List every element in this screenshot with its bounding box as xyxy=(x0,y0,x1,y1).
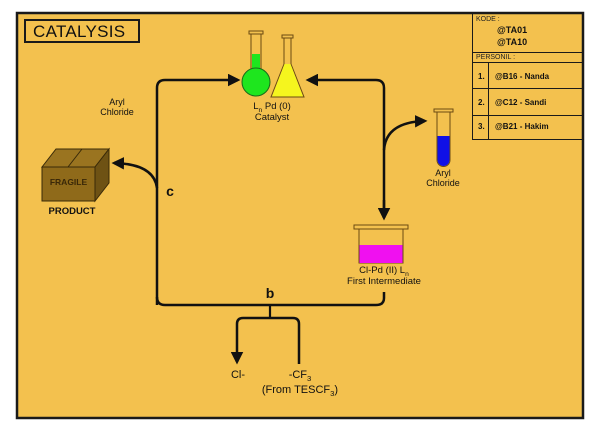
source-end: ) xyxy=(334,384,339,396)
divider xyxy=(488,63,489,139)
source-sub: 3 xyxy=(330,389,335,398)
divider xyxy=(473,88,582,89)
divider xyxy=(473,62,582,63)
catalyst-formula: L xyxy=(253,101,259,112)
round-flask-icon xyxy=(241,30,271,97)
personil-name: @B21 - Hakim xyxy=(495,122,549,131)
personil-label: PERSONIL : xyxy=(476,54,516,61)
product-label: PRODUCT xyxy=(48,206,96,217)
label-line: Aryl xyxy=(435,168,451,178)
intermediate-formula: Cl-Pd (II) L xyxy=(359,265,406,276)
step-b-label: b xyxy=(265,285,275,301)
kode-value: @TA01 xyxy=(497,25,528,35)
intermediate-caption: First Intermediate xyxy=(347,275,421,287)
erlenmeyer-flask-icon xyxy=(270,34,305,98)
label-line: Chloride xyxy=(100,107,134,118)
catalyst-formula-sub: n xyxy=(258,107,263,114)
test-tube-icon xyxy=(433,108,454,167)
page-title: CATALYSIS xyxy=(33,22,126,41)
chloride-ion-label: Cl- xyxy=(230,369,246,381)
aryl-chloride-right-label: Aryl Chloride xyxy=(418,168,468,189)
divider xyxy=(473,52,582,53)
personil-name: @C12 - Sandi xyxy=(495,98,547,107)
arrow-to-catalyst-right xyxy=(305,73,386,218)
intermediate-formula-sub: n xyxy=(405,271,409,278)
box-text: FRAGILE xyxy=(49,177,88,187)
arrow-to-cl xyxy=(230,316,301,365)
arrow-to-catalyst-left xyxy=(155,73,241,305)
intermediate-label: Cl-Pd (II) Ln First Intermediate xyxy=(336,265,432,288)
title-box: CATALYSIS xyxy=(24,19,140,43)
divider xyxy=(473,115,582,116)
personil-number: 2. xyxy=(478,98,485,107)
cf3-label: -CF3 xyxy=(282,369,318,382)
catalyst-label: Ln Pd (0) Catalyst xyxy=(236,101,308,124)
kode-value: @TA10 xyxy=(497,37,528,47)
personil-number: 3. xyxy=(478,122,485,131)
arrow-to-product xyxy=(111,157,159,189)
fragile-box-icon xyxy=(40,147,111,203)
catalyst-formula-rest: Pd (0) xyxy=(262,101,291,112)
arrow-to-aryl-chloride xyxy=(382,115,428,151)
cf3-main: -CF xyxy=(288,369,308,381)
step-c-label: c xyxy=(166,183,174,199)
aryl-chloride-left-label: Aryl Chloride xyxy=(92,97,142,118)
catalyst-caption: Catalyst xyxy=(254,111,290,123)
kode-label: KODE : xyxy=(476,16,500,23)
info-table: KODE : @TA01 @TA10 PERSONIL : 1. @B16 - … xyxy=(472,13,583,140)
label-line: Chloride xyxy=(426,178,460,189)
personil-name: @B16 - Nanda xyxy=(495,72,550,81)
tescf3-source-label: (From TESCF3) xyxy=(250,384,350,397)
source-main: (From TESCF xyxy=(261,384,331,396)
personil-number: 1. xyxy=(478,72,485,81)
cf3-sub: 3 xyxy=(307,374,312,383)
beaker-icon xyxy=(353,224,409,264)
label-line: Aryl xyxy=(109,97,125,107)
loop-bottom xyxy=(155,292,386,307)
